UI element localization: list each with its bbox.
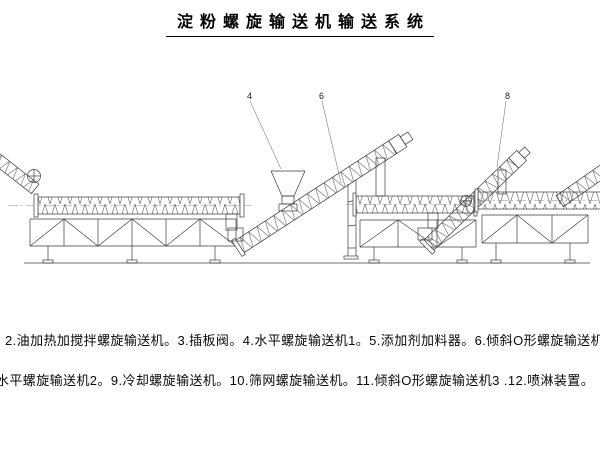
inclined-takeoff bbox=[555, 149, 600, 208]
horizontal-conveyor-1 bbox=[8, 193, 254, 231]
end-flange bbox=[33, 193, 39, 218]
leader-line bbox=[496, 100, 507, 168]
base-plate bbox=[564, 259, 576, 264]
hopper-funnel bbox=[270, 170, 306, 197]
base-plate bbox=[209, 259, 221, 264]
legend-line-2: 水平螺旋输送机2。9.冷却螺旋输送机。10.筛网螺旋输送机。11.倾斜O形螺旋输… bbox=[0, 373, 595, 388]
inclined-conveyor-1 bbox=[227, 131, 414, 260]
base-plate bbox=[368, 259, 380, 264]
truss-support-3 bbox=[481, 214, 589, 264]
conveyor-tube bbox=[477, 191, 600, 210]
callout-8: 8 bbox=[505, 91, 510, 101]
page-title: 淀粉螺旋输送机输送系统 bbox=[165, 8, 434, 37]
end-flange bbox=[352, 192, 357, 217]
horizontal-conveyor-2 bbox=[346, 192, 484, 229]
base-plate bbox=[490, 259, 502, 264]
callout-6: 6 bbox=[319, 91, 324, 101]
callouts: 4 6 8 bbox=[247, 91, 510, 184]
base-plate bbox=[456, 259, 468, 264]
discharge-chute bbox=[225, 213, 238, 231]
leader-line bbox=[249, 100, 282, 170]
end-flange bbox=[239, 193, 245, 218]
title-row: 淀粉螺旋输送机输送系统 bbox=[0, 8, 600, 37]
left-feed-conveyor bbox=[0, 145, 41, 195]
leader-line bbox=[321, 100, 342, 184]
discharge-chute bbox=[427, 212, 439, 229]
conveyor-tube bbox=[37, 196, 241, 215]
inlet-box bbox=[417, 227, 433, 241]
legend-line-1: 1。2.油加热加搅拌螺旋输送机。3.插板阀。4.水平螺旋输送机1。5.添加剂加料… bbox=[0, 333, 600, 348]
base-plate bbox=[126, 259, 138, 264]
truss-support-1 bbox=[29, 218, 237, 264]
drive-motor bbox=[399, 131, 414, 145]
callout-4: 4 bbox=[247, 91, 252, 101]
inclined-conveyor-2 bbox=[417, 146, 531, 255]
base-plate bbox=[343, 255, 359, 260]
end-flange bbox=[474, 188, 479, 213]
drive-motor bbox=[518, 146, 531, 159]
horizontal-conveyor-3 bbox=[460, 149, 600, 213]
end-flange bbox=[231, 237, 246, 257]
base-plate bbox=[42, 259, 54, 264]
inlet-box bbox=[227, 227, 244, 242]
